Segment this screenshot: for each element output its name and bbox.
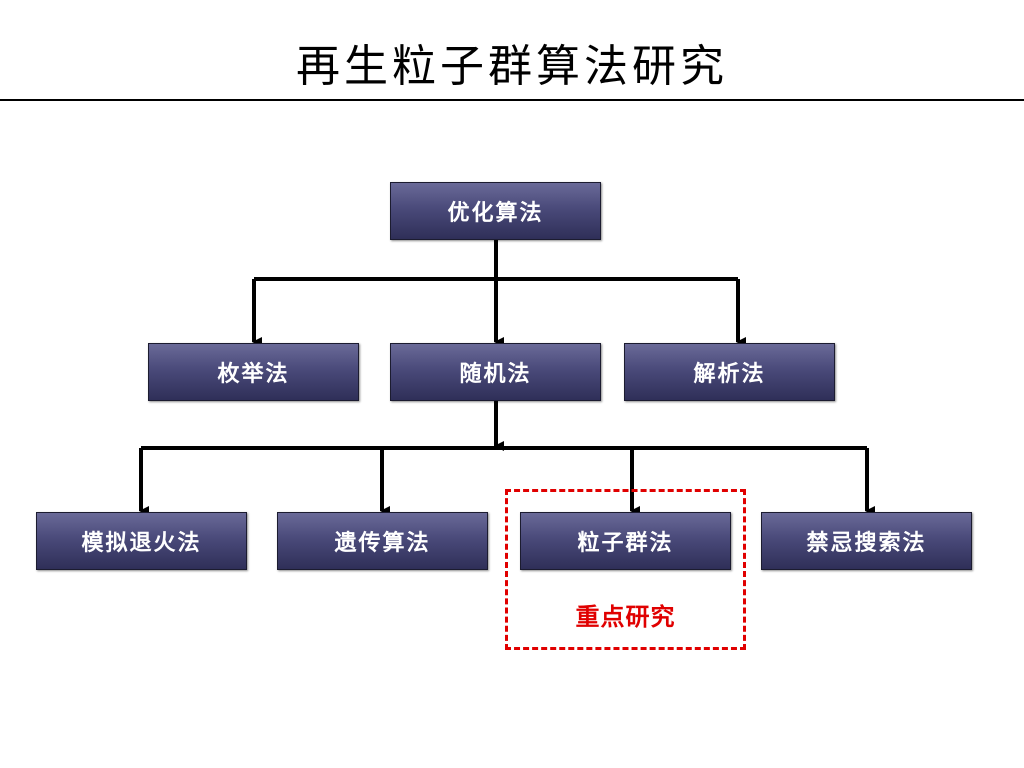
node-label: 模拟退火法 (81, 530, 202, 556)
node-label: 优化算法 (447, 200, 544, 226)
slide-title: 再生粒子群算法研究 (296, 41, 728, 92)
node-label: 随机法 (459, 361, 532, 387)
node-optimization-algorithms: 优化算法 (390, 182, 601, 240)
node-label: 遗传算法 (334, 530, 431, 556)
focus-label: 重点研究 (575, 602, 676, 631)
node-label: 禁忌搜索法 (806, 530, 927, 556)
node-label: 解析法 (693, 361, 766, 387)
node-genetic-algorithm: 遗传算法 (277, 512, 488, 570)
node-label: 枚举法 (217, 361, 290, 387)
node-enumeration: 枚举法 (148, 343, 359, 401)
title-divider (0, 99, 1024, 101)
node-random: 随机法 (390, 343, 601, 401)
node-analytic: 解析法 (624, 343, 835, 401)
node-tabu-search: 禁忌搜索法 (761, 512, 972, 570)
focus-highlight-box (505, 489, 746, 650)
node-simulated-annealing: 模拟退火法 (36, 512, 247, 570)
node-label: 粒子群法 (577, 530, 674, 556)
node-particle-swarm: 粒子群法 (520, 512, 731, 570)
